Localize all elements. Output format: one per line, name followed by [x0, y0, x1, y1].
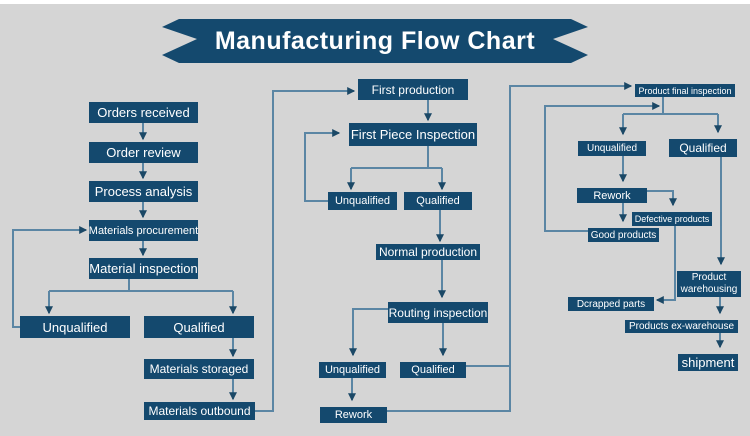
connector-defective-to-dcrapped	[655, 222, 676, 304]
page-title: Manufacturing Flow Chart	[214, 26, 536, 55]
orders-received-node: Orders received	[89, 102, 198, 123]
connector-good-products-return	[544, 102, 661, 232]
rework-final-node: Rework	[577, 188, 647, 203]
materials-storaged-node: Materials storaged	[144, 359, 254, 379]
title-banner-ribbon	[162, 19, 588, 63]
connector-rework-to-final-inspection	[387, 82, 633, 412]
unqualified-final-node: Unqualified	[578, 141, 646, 156]
material-inspection-node: Material inspection	[89, 258, 198, 279]
first-production-node: First production	[358, 79, 468, 100]
qualified-final-node: Qualified	[669, 139, 737, 157]
shipment-node: shipment	[678, 354, 738, 371]
product-final-inspection-node: Product final inspection	[635, 84, 735, 97]
good-products-node: Good products	[588, 228, 659, 242]
materials-procurement-node: Materials procurement	[89, 220, 198, 241]
order-review-node: Order review	[89, 142, 198, 163]
routing-inspection-node: Routing inspection	[388, 302, 488, 323]
qualified-materials-node: Qualified	[144, 316, 254, 338]
first-piece-inspection-node: First Piece Inspection	[349, 123, 477, 146]
qualified-first-piece-node: Qualified	[404, 192, 472, 210]
connector-rework-to-defective	[647, 190, 677, 207]
connector-unqualified-first-piece-return	[304, 129, 341, 202]
connector-unqualified-materials-return	[12, 226, 88, 328]
products-ex-warehouse-node: Products ex-warehouse	[625, 320, 738, 333]
rework-routing-node: Rework	[320, 407, 387, 423]
normal-production-node: Normal production	[376, 244, 480, 260]
connector-routing-to-unqualified-routing	[349, 308, 388, 357]
unqualified-first-piece-node: Unqualified	[328, 192, 397, 210]
unqualified-routing-node: Unqualified	[319, 362, 386, 378]
product-warehousing-node: Product warehousing	[677, 271, 741, 297]
materials-outbound-node: Materials outbound	[144, 402, 255, 420]
connector-outbound-to-first-production	[255, 87, 356, 412]
defective-products-node: Defective products	[632, 212, 712, 226]
unqualified-materials-node: Unqualified	[20, 316, 130, 338]
dcrapped-parts-node: Dcrapped parts	[568, 297, 654, 311]
qualified-routing-node: Qualified	[400, 362, 466, 378]
process-analysis-node: Process analysis	[89, 181, 198, 202]
